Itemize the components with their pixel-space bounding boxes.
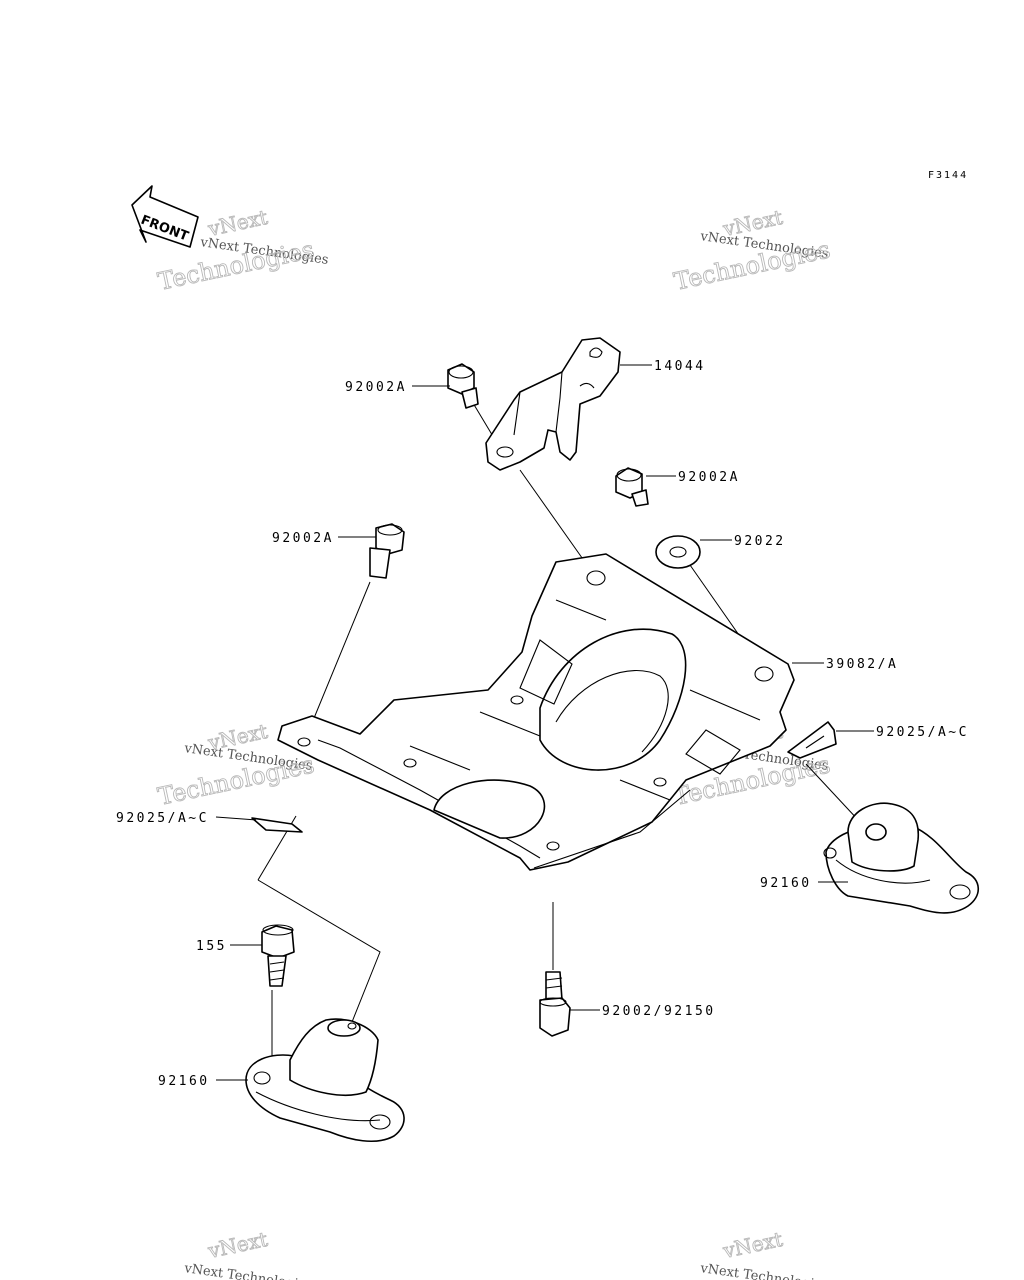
callout-92160-right: 92160 <box>760 876 848 891</box>
watermark-bottom-left: vNext vNext Technologies <box>182 1227 313 1280</box>
svg-text:vNext: vNext <box>205 205 270 241</box>
bracket-14044 <box>485 337 621 471</box>
callout-92002a-top: 92002A <box>345 380 450 395</box>
callout-92002a-right: 92002A <box>646 470 740 485</box>
plate-39082a <box>277 553 795 871</box>
bolt-92002-92150 <box>539 971 571 1037</box>
bolt-92002a-top <box>447 363 479 409</box>
watermark-bottom-right: vNext vNext Technologies <box>698 1227 829 1280</box>
callout-92022: 92022 <box>700 534 786 549</box>
svg-text:92160: 92160 <box>760 876 812 891</box>
shim-92025-left <box>251 817 303 833</box>
callout-14044: 14044 <box>620 359 706 374</box>
svg-text:92025/A~C: 92025/A~C <box>116 811 209 826</box>
svg-text:39082/A: 39082/A <box>826 657 898 672</box>
svg-text:vNext Technologies: vNext Technologies <box>182 1261 313 1280</box>
watermark-top-right: vNext vNext Technologies Technologies <box>671 205 833 297</box>
svg-text:vNext: vNext <box>205 1227 270 1263</box>
svg-text:92002A: 92002A <box>345 380 407 395</box>
bolt-155 <box>261 924 295 987</box>
bolt-92002a-left <box>369 523 405 579</box>
svg-text:92002/92150: 92002/92150 <box>602 1004 716 1019</box>
svg-text:92002A: 92002A <box>272 531 334 546</box>
callout-92002a-left: 92002A <box>272 531 376 546</box>
svg-text:92160: 92160 <box>158 1074 210 1089</box>
figure-code: F3144 <box>928 170 968 181</box>
shim-92025-right <box>787 721 837 759</box>
callout-92025-right: 92025/A~C <box>836 725 969 740</box>
callout-92002-92150: 92002/92150 <box>570 1004 716 1019</box>
svg-text:vNext: vNext <box>720 1227 785 1263</box>
svg-text:92002A: 92002A <box>678 470 740 485</box>
callout-92025-left: 92025/A~C <box>116 811 257 826</box>
svg-text:vNext Technologies: vNext Technologies <box>698 1261 829 1280</box>
front-arrow-icon: FRONT <box>131 185 199 248</box>
callout-39082a: 39082/A <box>792 657 898 672</box>
assembly-guide-lines <box>257 397 861 1072</box>
washer-92022 <box>655 535 701 569</box>
callout-92160-left: 92160 <box>158 1074 248 1089</box>
svg-text:92022: 92022 <box>734 534 786 549</box>
bolt-92002a-right <box>615 467 649 507</box>
callout-155: 155 <box>196 939 262 954</box>
engine-mount-92160-left <box>245 1018 405 1142</box>
svg-text:92025/A~C: 92025/A~C <box>876 725 969 740</box>
engine-mount-92160-right <box>823 802 980 914</box>
svg-text:155: 155 <box>196 939 227 954</box>
svg-text:14044: 14044 <box>654 359 706 374</box>
